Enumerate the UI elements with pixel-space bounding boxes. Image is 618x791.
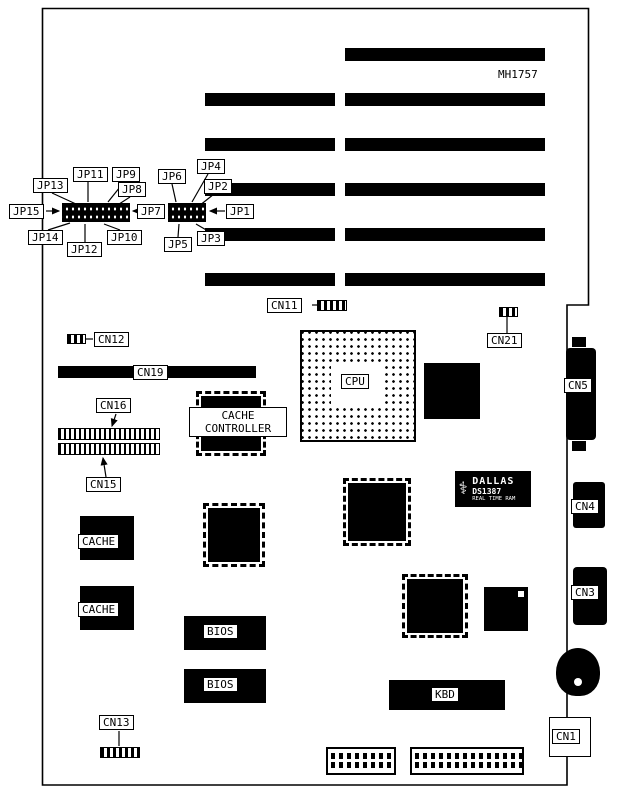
cn13-pin-header	[100, 747, 140, 758]
cn4-label: CN4	[571, 499, 599, 514]
cn15-label: CN15	[86, 477, 121, 492]
cn5-connector	[566, 348, 596, 440]
isa-slot	[205, 273, 335, 286]
jp8-label: JP8	[118, 182, 146, 197]
dallas-logo-icon: ⚕	[458, 478, 469, 499]
jp7-label: JP7	[137, 204, 165, 219]
cn5-mount-tab-bottom	[572, 441, 586, 451]
jp13-label: JP13	[33, 178, 68, 193]
cn19-label: CN19	[133, 365, 168, 380]
bottom-pin-header-1	[326, 747, 396, 775]
chipset-chip	[424, 363, 480, 419]
bottom-pin-header-2	[410, 747, 524, 775]
jp15-label: JP15	[9, 204, 44, 219]
super-io-chip	[402, 574, 468, 638]
logic-chip-notch	[518, 591, 524, 597]
cache-controller-label-line2: CONTROLLER	[204, 422, 272, 435]
cn13-label: CN13	[99, 715, 134, 730]
cn11-label: CN11	[267, 298, 302, 313]
cache1-label: CACHE	[78, 534, 120, 549]
dallas-line3: REAL TIME RAM	[472, 495, 516, 502]
dallas-line1: DALLAS	[472, 475, 515, 487]
cn21-label: CN21	[487, 333, 522, 348]
cn12-label: CN12	[94, 332, 129, 347]
cn16-label: CN16	[96, 398, 131, 413]
isa-slot	[345, 93, 545, 106]
cache-controller-label-line1: CACHE	[221, 409, 255, 422]
jp12-label: JP12	[67, 242, 102, 257]
jumper-block-right	[168, 203, 206, 222]
keyboard-din-connector	[556, 648, 600, 696]
cn3-label: CN3	[571, 585, 599, 600]
jp6-label: JP6	[158, 169, 186, 184]
jp1-label: JP1	[226, 204, 254, 219]
isa-slot	[205, 138, 335, 151]
cn12-pin-header	[67, 334, 86, 344]
cn16-connector-row	[58, 428, 160, 440]
cn11-pin-header	[317, 300, 347, 311]
cache-controller-label: CACHE CONTROLLER	[189, 407, 287, 437]
cpu-label: CPU	[341, 374, 369, 389]
cn21-pin-header	[499, 307, 518, 317]
jp11-label: JP11	[73, 167, 108, 182]
jp4-label: JP4	[197, 159, 225, 174]
isa-slot	[205, 228, 335, 241]
dallas-rtc-chip: ⚕ DALLAS DS1387 REAL TIME RAM	[454, 470, 532, 508]
cn5-label: CN5	[564, 378, 592, 393]
din-hole	[574, 678, 582, 686]
cn15-connector-row	[58, 443, 160, 455]
jp2-label: JP2	[204, 179, 232, 194]
jp14-label: JP14	[28, 230, 63, 245]
part-number: MH1757	[498, 68, 538, 81]
isa-slot	[345, 183, 545, 196]
jp5-label: JP5	[164, 237, 192, 252]
io-controller-chip	[343, 478, 411, 546]
isa-slot	[345, 273, 545, 286]
bios2-label: BIOS	[203, 677, 238, 692]
cn5-mount-tab-top	[572, 337, 586, 347]
isa-slot	[345, 138, 545, 151]
jp9-label: JP9	[112, 167, 140, 182]
isa-slot	[205, 93, 335, 106]
isa-slot	[345, 228, 545, 241]
jp3-label: JP3	[197, 231, 225, 246]
bios1-label: BIOS	[203, 624, 238, 639]
board-outline	[41, 7, 590, 786]
jp10-label: JP10	[107, 230, 142, 245]
cn1-label: CN1	[552, 729, 580, 744]
isa-slot	[205, 183, 335, 196]
cache2-label: CACHE	[78, 602, 120, 617]
dallas-line2: DS1387	[472, 486, 502, 496]
system-controller-chip	[203, 503, 265, 567]
kbd-label: KBD	[431, 687, 459, 702]
isa-slot	[345, 48, 545, 61]
jumper-block-left	[62, 203, 130, 222]
